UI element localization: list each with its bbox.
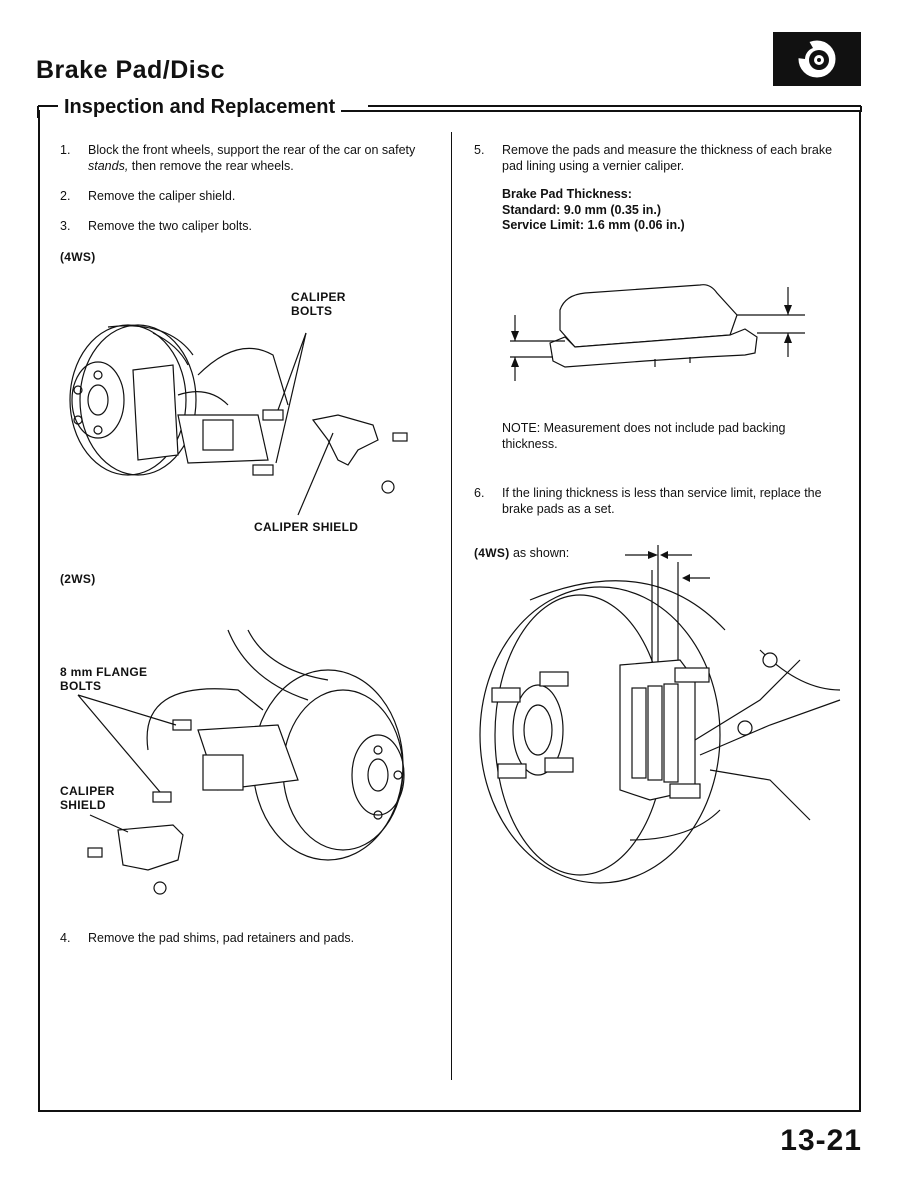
note-text: NOTE: Measurement does not include pad b… xyxy=(502,421,786,451)
spec-standard: Standard: 9.0 mm (0.35 in.) xyxy=(502,202,662,217)
step-text: Remove the pad shims, pad retainers and … xyxy=(88,931,355,945)
step-text: If the lining thickness is less than ser… xyxy=(502,486,822,516)
step-3: 3. Remove the two caliper bolts. xyxy=(60,218,420,234)
column-divider xyxy=(451,132,452,1080)
callout-caliper-shield-2ws: CALIPER SHIELD xyxy=(60,784,115,812)
callout-caliper-bolts: CALIPER BOLTS xyxy=(291,290,346,318)
figure-brake-pad-thickness xyxy=(510,284,805,381)
page-number: 13-21 xyxy=(780,1124,862,1157)
figure-variant-2ws: (2WS) xyxy=(60,572,96,586)
spec-block: Brake Pad Thickness: Standard: 9.0 mm (0… xyxy=(502,187,685,234)
step-6: 6. If the lining thickness is less than … xyxy=(474,485,836,517)
figure-4ws-pads-installed xyxy=(479,545,841,884)
step-text: Remove the pads and measure the thicknes… xyxy=(502,143,833,173)
section-title: Inspection and Replacement xyxy=(62,96,342,119)
brake-disc-icon xyxy=(773,32,861,86)
callout-caliper-shield: CALIPER SHIELD xyxy=(254,520,359,534)
content-frame xyxy=(38,110,861,1112)
step-number: 3. xyxy=(60,219,71,233)
step-number: 4. xyxy=(60,931,71,945)
step-number: 5. xyxy=(474,143,485,157)
figure-variant-4ws: (4WS) xyxy=(60,250,96,264)
step-4: 4. Remove the pad shims, pad retainers a… xyxy=(60,930,420,946)
step-5: 5. Remove the pads and measure the thick… xyxy=(474,142,836,174)
step-number: 6. xyxy=(474,486,485,500)
spec-heading: Brake Pad Thickness: xyxy=(502,187,632,201)
figure-4ws-caliper xyxy=(69,324,408,516)
spec-service-limit: Service Limit: 1.6 mm (0.06 in.) xyxy=(502,218,685,232)
step-number: 2. xyxy=(60,189,71,203)
step-2: 2. Remove the caliper shield. xyxy=(60,188,420,204)
step-text: Remove the caliper shield. xyxy=(88,189,236,203)
step-text: Remove the two caliper bolts. xyxy=(88,219,252,233)
step-number: 1. xyxy=(60,143,71,157)
page-title: Brake Pad/Disc xyxy=(36,56,226,84)
step-text: Block the front wheels, support the rear… xyxy=(88,143,416,173)
figure-2ws-caliper xyxy=(77,629,405,895)
step-1: 1. Block the front wheels, support the r… xyxy=(60,142,420,174)
figure-caption-4ws: (4WS) as shown: xyxy=(474,546,570,560)
callout-flange-bolts: 8 mm FLANGE BOLTS xyxy=(60,665,148,693)
